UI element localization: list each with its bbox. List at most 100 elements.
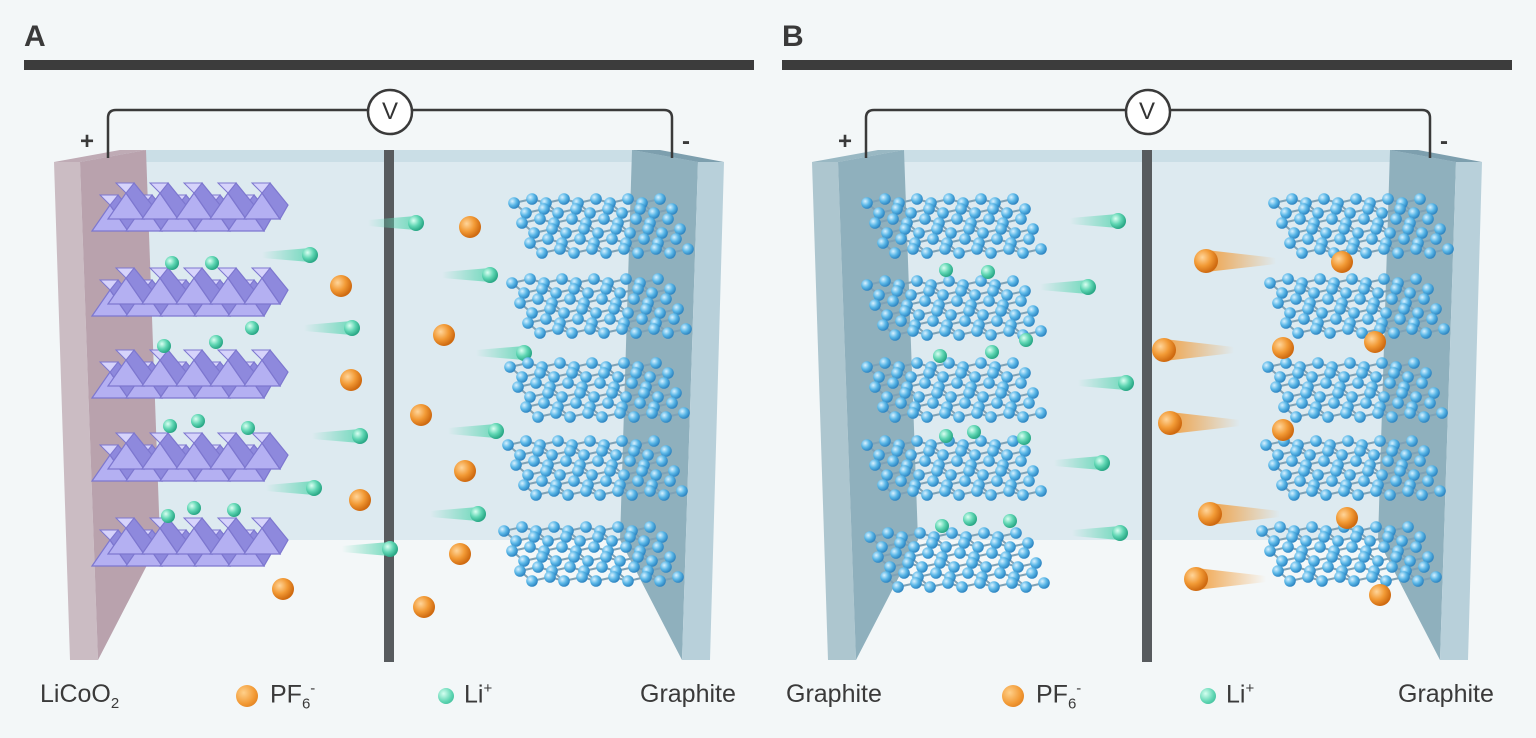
carbon-atom — [930, 567, 942, 579]
carbon-atom — [654, 575, 666, 587]
carbon-atom — [1424, 247, 1436, 259]
octahedron-top — [182, 517, 204, 529]
li-ion-trail — [1072, 526, 1120, 540]
carbon-atom — [980, 561, 992, 573]
carbon-atom — [602, 397, 614, 409]
pf6-ion — [449, 543, 471, 565]
carbon-atom — [1296, 247, 1308, 259]
carbon-atom — [927, 475, 939, 487]
carbon-atom — [1350, 455, 1362, 467]
carbon-atom — [584, 323, 596, 335]
carbon-atom — [540, 313, 552, 325]
panel-a-letter: A — [24, 20, 46, 53]
carbon-atom — [987, 367, 999, 379]
carbon-atom — [1330, 313, 1342, 325]
carbon-atom — [919, 295, 931, 307]
carbon-atom — [548, 521, 560, 533]
carbon-atom — [998, 557, 1010, 569]
carbon-atom — [990, 537, 1002, 549]
carbon-atom — [1392, 397, 1404, 409]
carbon-atom — [610, 223, 622, 235]
carbon-atom — [995, 223, 1007, 235]
carbon-atom — [1398, 303, 1410, 315]
carbon-atom — [1322, 293, 1334, 305]
graphite-layer-icon — [864, 527, 1050, 593]
graphite-layer-icon — [861, 435, 1047, 501]
carbon-atom — [1274, 521, 1286, 533]
carbon-atom — [945, 227, 957, 239]
carbon-atom — [1394, 465, 1406, 477]
li-ion — [1112, 525, 1128, 541]
carbon-atom — [572, 465, 584, 477]
carbon-atom — [983, 295, 995, 307]
octahedron-top — [114, 182, 136, 194]
carbon-atom — [937, 449, 949, 461]
carbon-atom — [1304, 449, 1316, 461]
carbon-atom — [995, 305, 1007, 317]
carbon-atom — [1282, 273, 1294, 285]
carbon-atom — [588, 273, 600, 285]
carbon-atom — [945, 469, 957, 481]
carbon-atom — [548, 485, 560, 497]
carbon-atom — [877, 401, 889, 413]
carbon-atom — [959, 315, 971, 327]
carbon-atom — [1380, 307, 1392, 319]
carbon-atom — [1340, 287, 1352, 299]
carbon-atom — [1390, 283, 1402, 295]
carbon-atom — [889, 247, 901, 259]
carbon-atom — [576, 303, 588, 315]
carbon-atom — [598, 327, 610, 339]
carbon-atom — [516, 217, 528, 229]
carbon-atom — [926, 537, 938, 549]
carbon-atom — [1009, 469, 1021, 481]
graphite-layer-icon — [861, 357, 1047, 423]
carbon-atom — [1007, 275, 1019, 287]
carbon-atom — [1330, 465, 1342, 477]
carbon-atom — [905, 371, 917, 383]
carbon-atom — [1010, 527, 1022, 539]
carbon-atom — [660, 293, 672, 305]
carbon-atom — [1003, 485, 1015, 497]
carbon-atom — [648, 207, 660, 219]
left-electrode-top — [54, 150, 146, 162]
carbon-atom — [1414, 531, 1426, 543]
carbon-atom — [600, 247, 612, 259]
carbon-atom — [638, 535, 650, 547]
carbon-atom — [881, 391, 893, 403]
panel-a — [24, 60, 754, 662]
carbon-atom — [514, 565, 526, 577]
carbon-atom — [548, 371, 560, 383]
carbon-atom — [1410, 541, 1422, 553]
carbon-atom — [907, 243, 919, 255]
carbon-atom — [1280, 469, 1292, 481]
octahedron-top — [182, 182, 204, 194]
carbon-atom — [895, 397, 907, 409]
carbon-atom — [552, 207, 564, 219]
carbon-atom — [658, 377, 670, 389]
carbon-atom — [948, 561, 960, 573]
li-ion — [967, 425, 981, 439]
carbon-atom — [508, 197, 520, 209]
octahedron-top — [98, 529, 120, 541]
carbon-atom — [1326, 551, 1338, 563]
carbon-atom — [869, 217, 881, 229]
carbon-atom — [626, 377, 638, 389]
carbon-atom — [861, 279, 873, 291]
carbon-atom — [526, 575, 538, 587]
carbon-atom — [943, 275, 955, 287]
carbon-atom — [1338, 371, 1350, 383]
carbon-atom — [658, 489, 670, 501]
carbon-atom — [516, 521, 528, 533]
left-electrode-top — [812, 150, 904, 162]
carbon-atom — [594, 377, 606, 389]
carbon-atom — [1015, 455, 1027, 467]
carbon-atom — [1015, 213, 1027, 225]
carbon-atom — [560, 455, 572, 467]
carbon-atom — [1316, 575, 1328, 587]
carbon-atom — [644, 371, 656, 383]
carbon-atom — [552, 323, 564, 335]
li-ion-trail — [304, 321, 352, 335]
pf6-ion-trail — [1196, 568, 1266, 590]
carbon-atom — [1404, 407, 1416, 419]
li-ion — [302, 247, 318, 263]
